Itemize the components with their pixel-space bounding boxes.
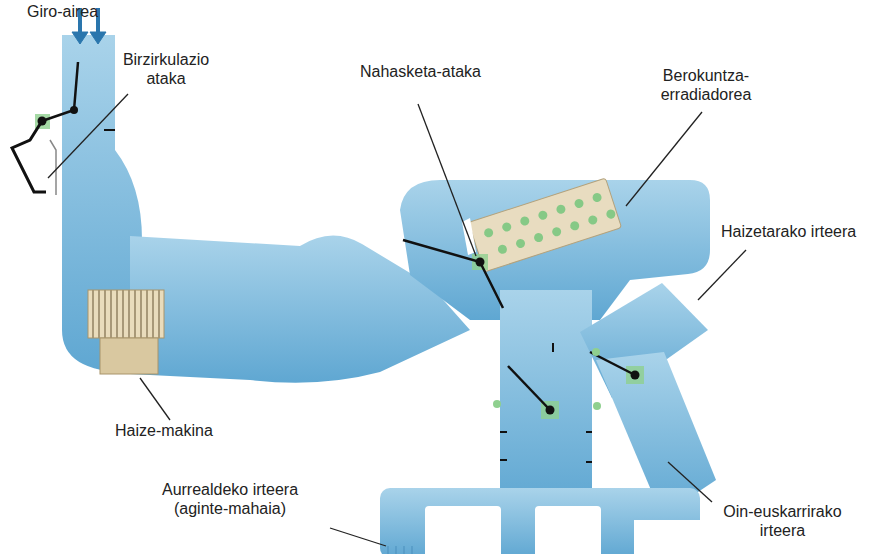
part-label: Berokuntza- erradiadorea [650, 66, 762, 104]
part-label: Nahasketa-ataka [360, 62, 500, 81]
part-label: Haize-makina [115, 421, 245, 440]
heater-tube [591, 192, 602, 203]
outlet-gap [535, 506, 601, 554]
heater-tube [515, 238, 526, 249]
duct-body [62, 35, 716, 554]
part-label: Birzirkulazio ataka [110, 50, 222, 88]
part-label: Aurrealdeko irteera (aginte-mahaia) [140, 480, 320, 518]
blower [88, 290, 164, 374]
outlet-gap [634, 520, 704, 554]
wall-tick [500, 343, 592, 462]
heater-tube [483, 227, 494, 238]
heater-tube [497, 244, 508, 255]
heater-tube [569, 220, 580, 231]
windshield-branch [580, 283, 708, 398]
heater-core [468, 178, 621, 272]
heater-tube [501, 221, 512, 232]
part-label: Haizetarako irteera [721, 222, 871, 241]
part-label: Giro-airea [27, 2, 147, 21]
heater-tube [537, 210, 548, 221]
outlet-grille [388, 546, 412, 554]
heater-tube [573, 198, 584, 209]
heater-tube [551, 226, 562, 237]
heater-tube [519, 215, 530, 226]
leader-line [48, 94, 746, 546]
mode-door [493, 348, 644, 419]
blend-door [403, 240, 503, 308]
recirculation-door [12, 62, 115, 195]
heater-tube [555, 204, 566, 215]
part-label: Oin-euskarrirako irteera [700, 502, 865, 540]
outlet-gap [425, 506, 501, 554]
heater-tube [533, 232, 544, 243]
center-duct [500, 290, 592, 505]
heater-tube [605, 208, 616, 219]
heater-tube [587, 214, 598, 225]
